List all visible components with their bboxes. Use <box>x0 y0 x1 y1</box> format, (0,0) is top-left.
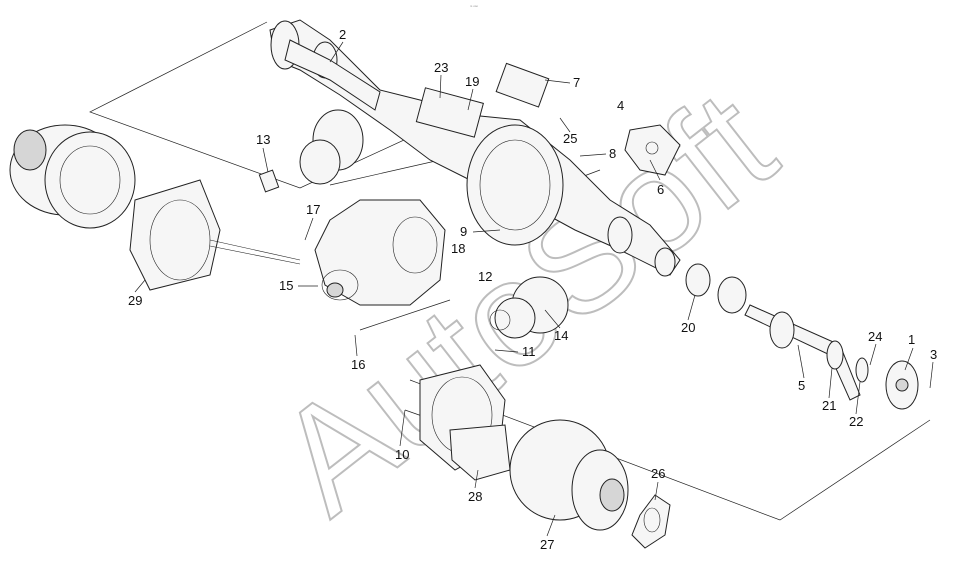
callout-9: 9 <box>460 224 467 239</box>
gasket-26 <box>631 494 671 549</box>
callout-2: 2 <box>339 27 346 42</box>
callout-21: 21 <box>822 398 836 413</box>
header-small-text: ᵐ ᵒᵒᵒ <box>470 4 478 9</box>
callout-4: 4 <box>617 98 624 113</box>
callout-3: 3 <box>930 347 937 362</box>
differential-carrier <box>314 199 446 306</box>
callout-13: 13 <box>256 132 270 147</box>
callout-27: 27 <box>540 537 554 552</box>
brake-chamber-right <box>489 276 569 339</box>
callout-23: 23 <box>434 60 448 75</box>
callout-12: 12 <box>478 269 492 284</box>
left-hub-drum <box>9 124 136 229</box>
callout-labels: 1 2 3 4 5 6 7 8 9 10 11 12 13 14 15 16 1… <box>128 27 937 552</box>
lower-hub-drum <box>509 419 629 531</box>
callout-10: 10 <box>395 447 409 462</box>
bracket-6 <box>624 124 681 176</box>
callout-15: 15 <box>279 278 293 293</box>
callout-6: 6 <box>657 182 664 197</box>
callout-14: 14 <box>554 328 568 343</box>
brake-chamber-left <box>258 109 364 193</box>
callout-16: 16 <box>351 357 365 372</box>
left-axle-end <box>284 39 381 111</box>
callout-7: 7 <box>573 75 580 90</box>
assembly-guide-lines <box>89 21 931 521</box>
callout-25: 25 <box>563 131 577 146</box>
callout-5: 5 <box>798 378 805 393</box>
callout-24: 24 <box>868 329 882 344</box>
callout-28: 28 <box>468 489 482 504</box>
callout-26: 26 <box>651 466 665 481</box>
callout-29: 29 <box>128 293 142 308</box>
callout-22: 22 <box>849 414 863 429</box>
callout-8: 8 <box>609 146 616 161</box>
leader-lines <box>134 41 934 537</box>
callout-17: 17 <box>306 202 320 217</box>
lower-brake-assembly <box>419 364 511 481</box>
callout-20: 20 <box>681 320 695 335</box>
left-brake-assembly <box>129 179 301 291</box>
callout-1: 1 <box>908 332 915 347</box>
callout-19: 19 <box>465 74 479 89</box>
right-shaft-parts <box>685 263 919 410</box>
callout-11: 11 <box>522 344 536 359</box>
callout-18: 18 <box>451 241 465 256</box>
